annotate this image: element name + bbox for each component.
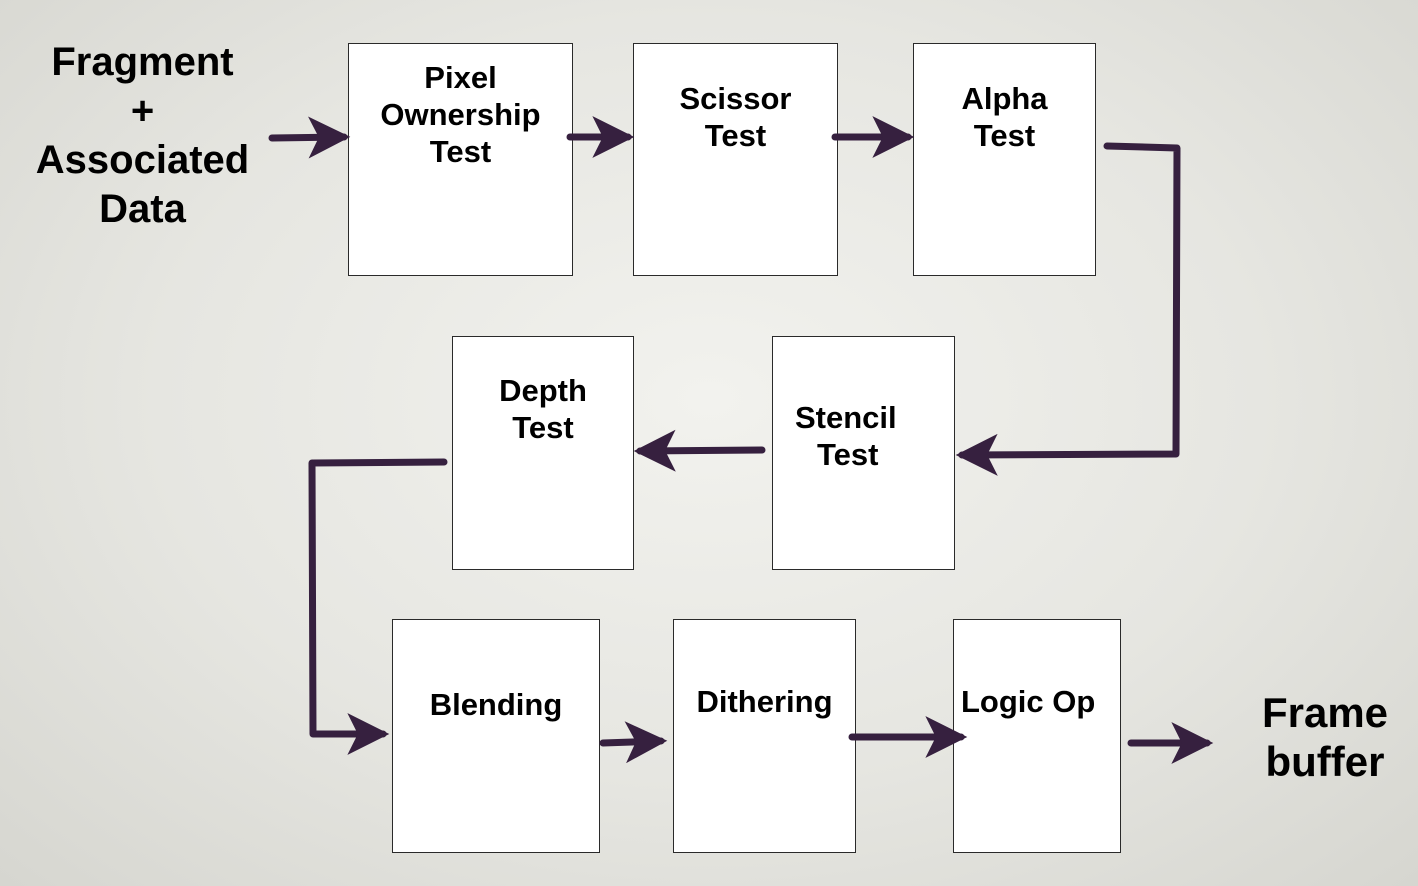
stage-label-line: Test bbox=[704, 118, 767, 153]
stage-alpha-test: Alpha Test bbox=[913, 43, 1096, 276]
input-label-line-associated: Associated bbox=[35, 138, 250, 182]
stage-label-line: Depth bbox=[499, 373, 587, 408]
output-label-line-frame: Frame bbox=[1261, 689, 1389, 736]
stage-label-line: Test bbox=[512, 410, 574, 445]
stage-label-line: Test bbox=[817, 437, 879, 472]
stage-label-line: Dithering bbox=[696, 684, 833, 719]
input-label-line-data: Data bbox=[99, 187, 186, 231]
arrow-stencil-to-depth bbox=[633, 429, 766, 472]
stage-label-line: Ownership bbox=[380, 97, 541, 132]
stage-blending: Blending bbox=[392, 619, 600, 853]
arrow-input-to-pixel bbox=[268, 116, 351, 159]
stage-label-line: Stencil bbox=[795, 400, 897, 435]
stage-label-line: Logic Op bbox=[961, 684, 1096, 719]
stage-label-line: Test bbox=[973, 118, 1036, 153]
stage-stencil-test: Stencil Test bbox=[772, 336, 955, 570]
output-label-line-buffer: buffer bbox=[1265, 738, 1385, 785]
stage-dithering: Dithering bbox=[673, 619, 856, 853]
arrow-depth-to-blending bbox=[308, 458, 448, 755]
stage-label-line: Test bbox=[429, 134, 492, 169]
stage-label-line: Alpha bbox=[961, 81, 1048, 116]
stage-depth-test: Depth Test bbox=[452, 336, 634, 570]
arrow-alpha-to-stencil bbox=[955, 142, 1181, 476]
arrow-blending-to-dithering bbox=[599, 721, 668, 764]
stage-label-line: Blending bbox=[429, 687, 563, 722]
stage-pixel-ownership-test: Pixel Ownership Test bbox=[348, 43, 573, 276]
input-label: Fragment + Associated Data bbox=[20, 38, 265, 234]
stage-label-line: Pixel bbox=[424, 60, 497, 95]
input-label-line-fragment: Fragment bbox=[51, 40, 234, 84]
input-label-line-plus: + bbox=[130, 89, 155, 133]
stage-label-line: Scissor bbox=[679, 81, 792, 116]
stage-logic-op: Logic Op bbox=[953, 619, 1121, 853]
output-label: Frame buffer bbox=[1240, 688, 1410, 786]
stage-scissor-test: Scissor Test bbox=[633, 43, 838, 276]
